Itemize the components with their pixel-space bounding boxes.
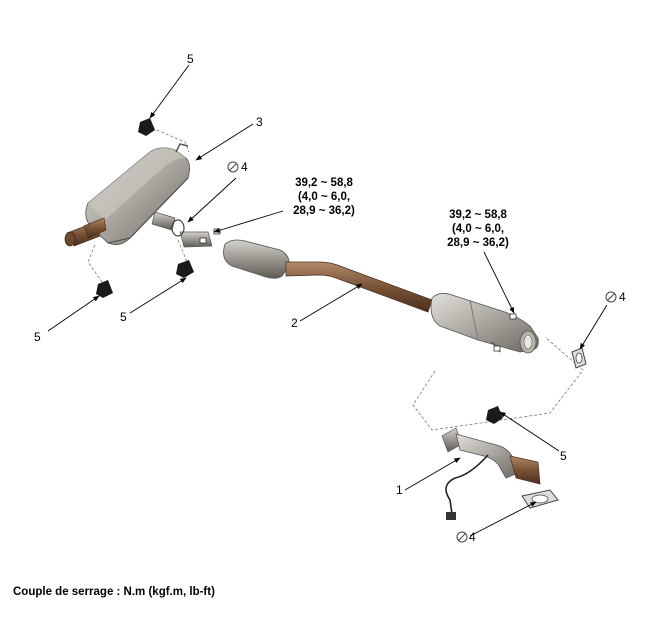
callout-gasket-mid: 4 — [241, 160, 248, 174]
torque-value: 39,2 ~ 58,8 — [295, 177, 353, 189]
callout-hanger-top: 5 — [187, 52, 194, 66]
torque-value: 39,2 ~ 58,8 — [449, 209, 507, 221]
callout-gasket-right: 4 — [619, 290, 626, 304]
torque-kgfm: (4,0 ~ 6,0, — [451, 223, 505, 235]
no-reuse-icon — [227, 161, 617, 543]
gasket-icon-bottom — [521, 489, 559, 509]
torque-lbft: 28,9 ~ 36,2) — [293, 205, 355, 217]
leader-lines — [47, 64, 608, 537]
center-pipe — [179, 231, 539, 354]
callout-front-pipe: 1 — [396, 483, 403, 497]
callout-hanger-left: 5 — [34, 330, 41, 344]
torque-units-caption: Couple de serrage : N.m (kgf.m, lb-ft) — [13, 586, 215, 598]
callout-center-pipe: 2 — [291, 316, 298, 330]
callout-hanger-mid: 5 — [120, 310, 127, 324]
gasket-icon-right — [571, 347, 587, 369]
callout-hanger-front: 5 — [560, 449, 567, 463]
torque-spec-left: 39,2 ~ 58,8 (4,0 ~ 6,0, 28,9 ~ 36,2) — [278, 176, 370, 218]
torque-kgfm: (4,0 ~ 6,0, — [297, 191, 351, 203]
gasket-icon — [171, 219, 185, 237]
callout-muffler: 3 — [256, 115, 263, 129]
torque-spec-right: 39,2 ~ 58,8 (4,0 ~ 6,0, 28,9 ~ 36,2) — [432, 208, 524, 250]
torque-lbft: 28,9 ~ 36,2) — [447, 237, 509, 249]
rear-muffler — [64, 143, 190, 247]
callout-gasket-bottom: 4 — [469, 530, 476, 544]
front-pipe — [441, 427, 541, 520]
hanger-rubber-icon — [96, 118, 503, 424]
